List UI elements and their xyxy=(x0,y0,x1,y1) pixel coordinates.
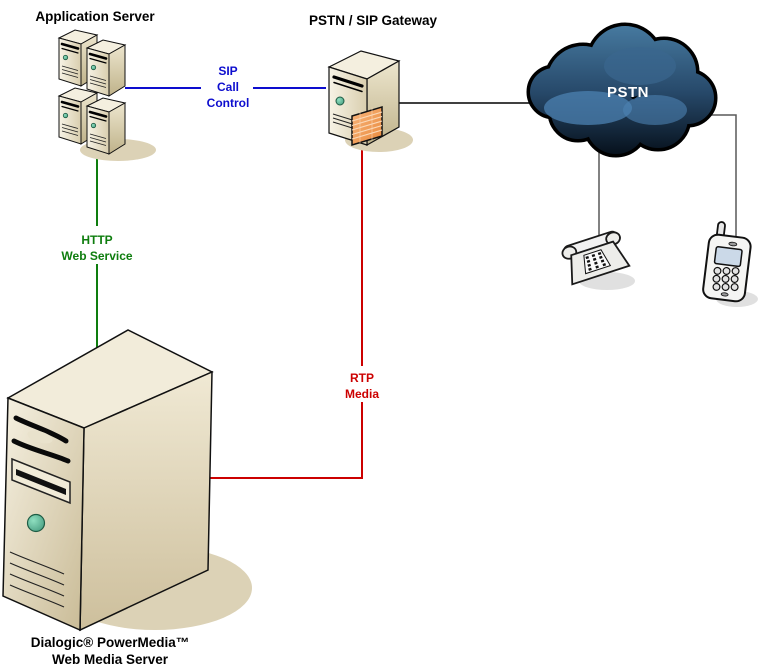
rtp-media-link xyxy=(208,142,363,479)
rtp-media-label: RTP Media xyxy=(345,371,379,401)
sip-call-control-label: SIP Call Control xyxy=(207,64,250,110)
media-server-title: Dialogic® PowerMedia™ Web Media Server xyxy=(31,635,189,667)
gateway-title: PSTN / SIP Gateway xyxy=(309,13,438,28)
pstn-cloud-label: PSTN xyxy=(607,84,649,101)
media-server-title-line1: Dialogic® PowerMedia™ xyxy=(31,635,189,650)
sip-label-line3: Control xyxy=(207,96,250,110)
desk-phone-icon xyxy=(561,230,635,290)
media-server-title-line2: Web Media Server xyxy=(52,652,169,667)
http-label-line2: Web Service xyxy=(61,249,132,263)
http-web-service-label: HTTP Web Service xyxy=(61,233,132,263)
firewall-brick-icon xyxy=(351,105,383,147)
pstn-cloud: PSTN xyxy=(526,22,718,158)
rtp-label-line1: RTP xyxy=(350,371,374,385)
application-server-icon xyxy=(57,28,156,161)
rtp-label-line2: Media xyxy=(345,387,379,401)
http-label-line1: HTTP xyxy=(81,233,112,247)
rtp-line-bottom xyxy=(208,402,363,479)
sip-label-line1: SIP xyxy=(218,64,237,78)
application-server-title: Application Server xyxy=(35,9,155,24)
sip-label-line2: Call xyxy=(217,80,239,94)
gateway-server-icon xyxy=(327,50,413,152)
media-server-icon xyxy=(2,329,252,632)
mobile-phone-icon xyxy=(702,221,758,307)
